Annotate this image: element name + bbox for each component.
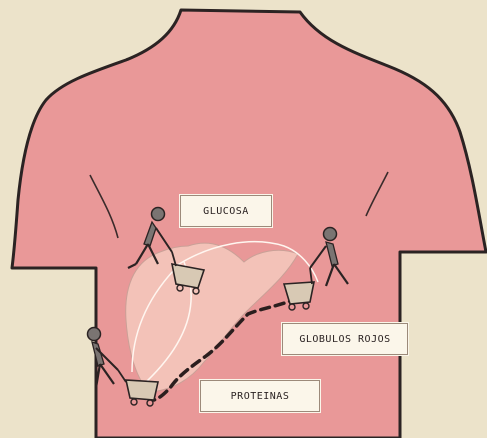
label-globulos-rojos-text: GLOBULOS ROJOS bbox=[299, 334, 390, 345]
label-proteinas-text: PROTEINAS bbox=[231, 391, 290, 402]
label-proteinas: PROTEINAS bbox=[200, 380, 320, 412]
label-glucosa: GLUCOSA bbox=[180, 195, 272, 227]
label-globulos-rojos: GLOBULOS ROJOS bbox=[282, 323, 408, 355]
label-glucosa-text: GLUCOSA bbox=[203, 206, 249, 217]
